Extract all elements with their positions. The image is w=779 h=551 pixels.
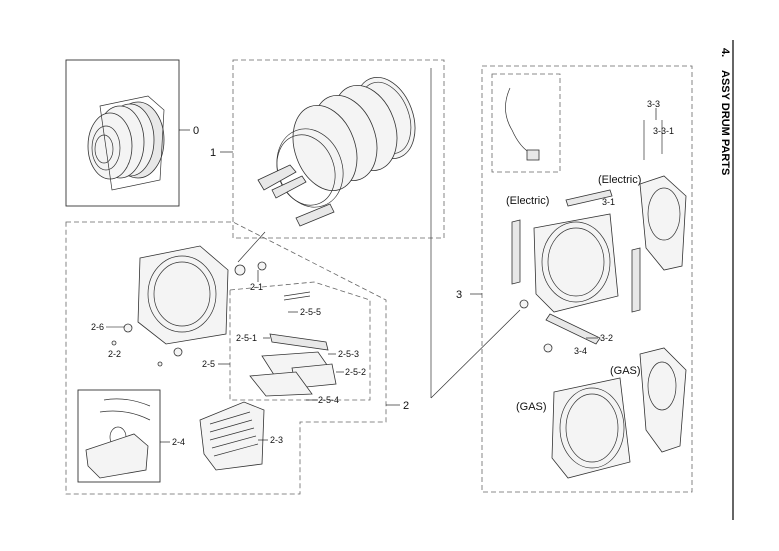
label-2-5-3: 2-5-3 <box>338 349 359 359</box>
rear-assembly-3-group: 3 3-3 3-3-1 (Electric) (Electric) 3-1 3-… <box>456 65 693 493</box>
sub-frame-2-5 <box>229 281 371 401</box>
assembly-0-group: 0 <box>65 59 199 207</box>
variant-gas-left: (GAS) <box>516 401 547 413</box>
assembly-0-drum-illustration <box>87 95 165 191</box>
harness-frame <box>491 73 561 173</box>
lint-filter-illustration <box>199 401 265 471</box>
label-2-2: 2-2 <box>108 349 121 359</box>
variant-gas-right: (GAS) <box>610 365 641 377</box>
heater-duct-electric <box>639 175 687 271</box>
section-header: 4. ASSY DRUM PARTS <box>719 48 731 175</box>
drum-1-illustration <box>257 76 416 227</box>
label-3-2: 3-2 <box>600 333 613 343</box>
front-assembly-2-group: 2-1 2-6 2-2 2-5-5 2-5-1 2-5-3 2-5-2 2-5-… <box>65 221 409 495</box>
label-2-5: 2-5 <box>202 359 215 369</box>
label-2-4: 2-4 <box>172 437 185 447</box>
variant-electric-right: (Electric) <box>598 174 641 186</box>
drum-1-group: 1 <box>210 59 445 239</box>
sub-frame-2-4 <box>77 389 161 483</box>
burner-duct-gas <box>639 347 687 453</box>
drum-1-frame <box>232 59 445 239</box>
label-2-5-4: 2-5-4 <box>318 395 339 405</box>
label-2-5-5: 2-5-5 <box>300 307 321 317</box>
label-3-3-1: 3-3-1 <box>653 126 674 136</box>
front-2-frame <box>65 221 387 495</box>
variant-electric-left: (Electric) <box>506 195 549 207</box>
section-title: ASSY DRUM PARTS <box>719 70 731 175</box>
rear-panel-electric <box>533 213 619 313</box>
label-2-3: 2-3 <box>270 435 283 445</box>
label-3-4: 3-4 <box>574 346 587 356</box>
label-2: 2 <box>403 400 409 412</box>
label-0: 0 <box>193 125 199 137</box>
label-3: 3 <box>456 289 462 301</box>
label-2-6: 2-6 <box>91 322 104 332</box>
label-2-5-1: 2-5-1 <box>236 333 257 343</box>
rear-panel-gas <box>551 377 631 479</box>
label-2-5-2: 2-5-2 <box>345 367 366 377</box>
assembly-0-frame <box>65 59 180 207</box>
label-3-3: 3-3 <box>647 99 660 109</box>
label-1: 1 <box>210 147 216 159</box>
label-3-1: 3-1 <box>602 197 615 207</box>
section-number: 4. <box>719 48 731 57</box>
label-2-1: 2-1 <box>250 282 263 292</box>
rear-3-frame <box>481 65 693 493</box>
front-panel-illustration <box>137 245 229 345</box>
